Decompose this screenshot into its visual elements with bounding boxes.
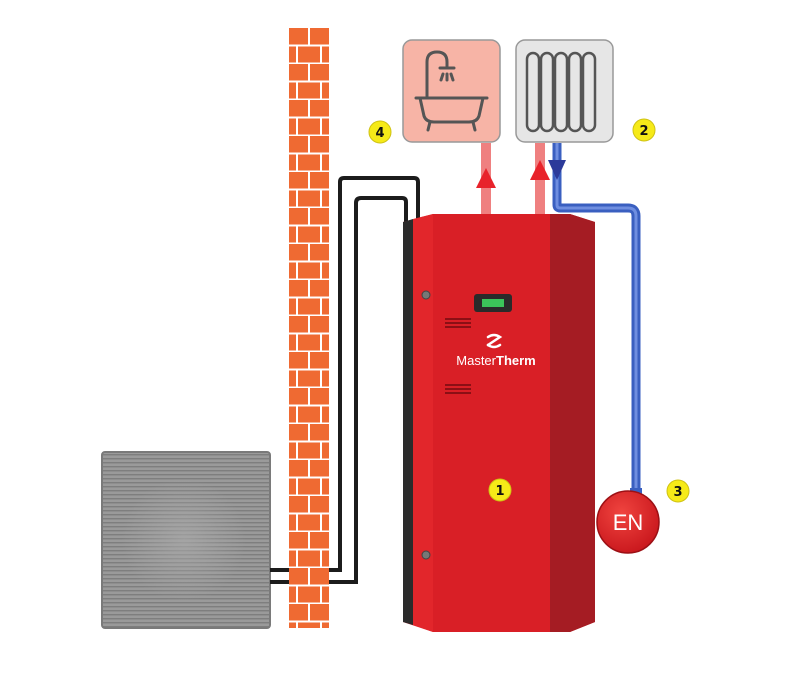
heating-flow-pipe — [530, 143, 550, 217]
svg-text:1: 1 — [495, 484, 504, 499]
brand-logo: MasterTherm — [456, 353, 535, 368]
vent-grille — [445, 318, 471, 328]
display-icon — [474, 294, 512, 312]
expansion-vessel-label: EN — [613, 510, 644, 535]
refrigerant-pipes — [270, 176, 420, 584]
svg-text:2: 2 — [639, 124, 648, 139]
bathtub-shower-icon — [414, 50, 489, 132]
badge-expansion-vessel: 3 — [666, 479, 690, 503]
hot-water-pipe — [476, 143, 496, 217]
badge-radiator: 2 — [632, 118, 656, 142]
down-arrow-icon — [548, 160, 566, 180]
hot-water-panel — [402, 39, 501, 143]
expansion-vessel: EN — [596, 488, 660, 554]
badge-unit: 1 — [488, 478, 512, 502]
outdoor-unit — [101, 451, 271, 629]
up-arrow-icon — [530, 160, 550, 180]
svg-text:4: 4 — [375, 126, 384, 141]
badge-hot-water: 4 — [368, 120, 392, 144]
radiator-panel — [515, 39, 614, 143]
up-arrow-icon — [476, 168, 496, 188]
fan-icon — [122, 478, 246, 602]
vent-grille — [445, 384, 471, 394]
radiator-icon — [525, 51, 597, 133]
indoor-unit: MasterTherm — [403, 214, 595, 632]
svg-text:3: 3 — [673, 485, 682, 500]
brick-wall — [289, 28, 329, 628]
heating-return-pipe — [548, 143, 641, 490]
logo-icon — [486, 333, 503, 349]
